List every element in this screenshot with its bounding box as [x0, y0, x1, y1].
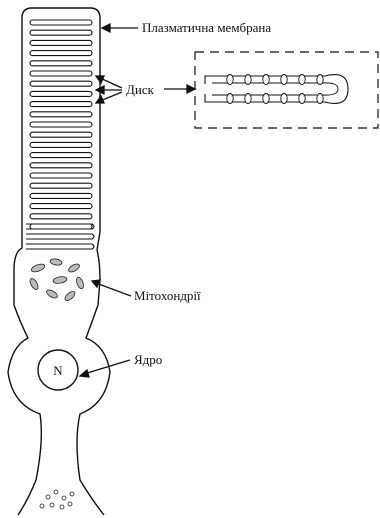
nucleus — [37, 349, 79, 391]
disk — [29, 223, 93, 230]
membrane-label: Плазматична мембрана — [142, 20, 271, 35]
mitochondria-group — [29, 258, 84, 301]
vesicle — [61, 495, 67, 501]
vesicle — [67, 501, 73, 507]
membrane-infolding — [26, 233, 95, 240]
disk — [29, 19, 93, 26]
mitochondrion — [49, 258, 63, 266]
membrane-protein — [298, 74, 306, 85]
membrane-protein — [316, 74, 324, 85]
membrane-infolding — [26, 243, 95, 250]
disk — [29, 50, 93, 57]
disk-inset-frame — [194, 51, 379, 129]
disk — [29, 172, 93, 179]
vesicle — [53, 489, 59, 495]
mitochondrion — [64, 291, 76, 301]
membrane-infolding — [26, 223, 95, 230]
vesicle — [49, 502, 55, 508]
mitochondrion — [46, 289, 58, 299]
membrane-protein — [226, 74, 234, 85]
label-arrows — [78, 22, 197, 378]
membrane-protein — [262, 93, 270, 104]
nucleus-symbol: N — [53, 363, 63, 378]
disk — [29, 60, 93, 67]
disk — [29, 182, 93, 189]
mitochondrion — [30, 263, 46, 273]
nucleus-label: Ядро — [134, 352, 162, 367]
disk — [29, 131, 93, 138]
membrane-protein — [244, 93, 252, 104]
disk — [29, 121, 93, 128]
vesicle — [39, 503, 45, 509]
disk — [29, 162, 93, 169]
membrane-protein — [226, 93, 234, 104]
disk — [29, 111, 93, 118]
membrane-protein — [298, 93, 306, 104]
mitochondrion — [68, 263, 80, 273]
disk — [29, 152, 93, 159]
membrane-protein — [280, 93, 288, 104]
disk-label: Диск — [126, 82, 155, 97]
disk — [29, 192, 93, 199]
disk — [29, 101, 93, 108]
disk — [29, 141, 93, 148]
synaptic-vesicles — [39, 489, 75, 510]
disk — [29, 203, 93, 210]
disk — [29, 70, 93, 77]
enlarged-disk-proteins — [226, 74, 324, 104]
vesicle — [69, 491, 75, 497]
mitochondrion — [29, 278, 39, 290]
membrane-protein — [316, 93, 324, 104]
membrane-protein — [244, 74, 252, 85]
disk — [29, 90, 93, 97]
membrane-protein — [262, 74, 270, 85]
disk-stack — [26, 19, 95, 250]
enlarged-disk — [204, 74, 349, 104]
disk — [29, 213, 93, 220]
mitochondrion — [76, 276, 84, 290]
mitochondrion — [52, 276, 68, 284]
mitochondria-label: Мітохондрії — [134, 288, 201, 303]
vesicle — [59, 504, 65, 510]
disk — [29, 29, 93, 36]
disk — [29, 80, 93, 87]
disk — [29, 39, 93, 46]
membrane-protein — [280, 74, 288, 85]
vesicle — [45, 494, 51, 500]
